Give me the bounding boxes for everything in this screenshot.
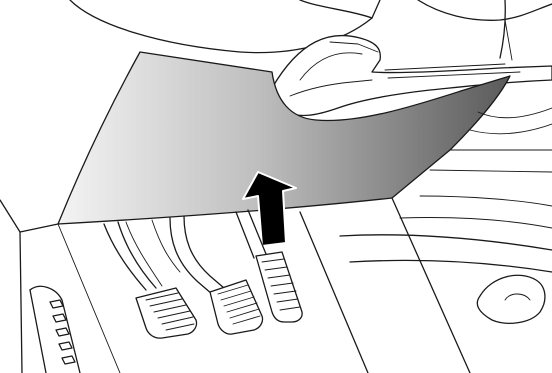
footrest [30,286,80,373]
center-console [272,0,552,115]
clutch-pedal [104,222,197,338]
